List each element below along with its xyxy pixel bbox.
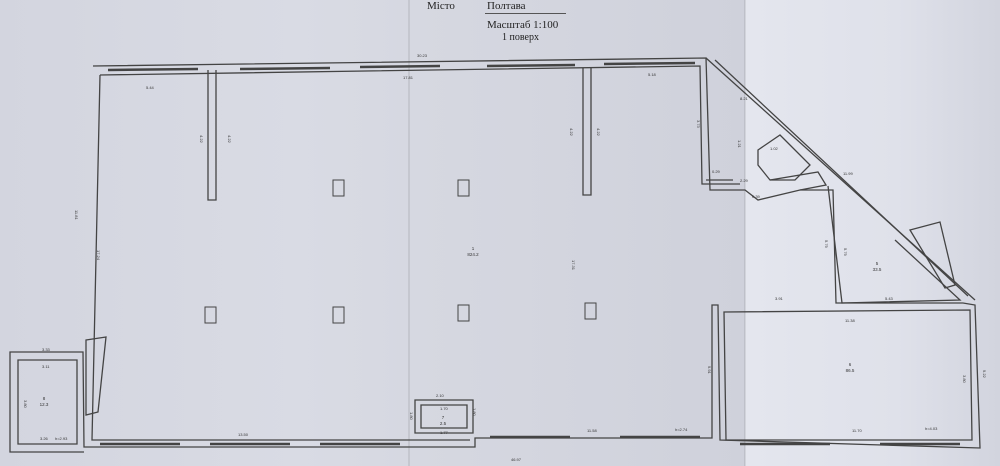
room-number: 7 <box>442 415 445 420</box>
diagonal-wall <box>705 57 976 301</box>
room-number: 8 <box>43 396 46 401</box>
dim-stairs-mid: 1.02 <box>770 146 779 151</box>
room-area: 824.2 <box>467 252 479 257</box>
dim-room9-top: 11.38 <box>845 318 855 323</box>
dim-room7-l: 1.80 <box>409 412 414 421</box>
inner-wall <box>99 65 740 185</box>
dim-stairs-top: 1.21 <box>737 140 742 149</box>
dim-room5-b: 5.43 <box>885 296 894 301</box>
dim-room7-top: 2.10 <box>436 393 445 398</box>
city-value: Полтава <box>485 0 566 14</box>
dim-top-right: 5.18 <box>648 72 657 77</box>
room-area: 2.5 <box>440 421 447 426</box>
window <box>486 63 576 68</box>
dim-room8-side: 3.80 <box>23 400 28 409</box>
dim-room7-w: 1.70 <box>440 406 449 411</box>
paper-sheet-right <box>745 0 1000 466</box>
dim-room8-top: 3.33 <box>42 347 51 352</box>
room7-wall <box>420 404 468 429</box>
paper-fold <box>744 0 746 466</box>
dim-left-wall: 11.81 <box>74 210 79 220</box>
dim-top-total: 30.23 <box>417 53 428 58</box>
paper-sheet-left <box>0 0 745 466</box>
dim-notch-w: 2.29 <box>740 178 749 183</box>
dim-notch-b: 0.39 <box>752 194 761 199</box>
dim-room8-inner: 3.11 <box>42 364 50 369</box>
dim-room8-bottom: 3.26 <box>40 436 49 441</box>
city-label: Місто <box>427 0 455 12</box>
height-left: h=2.93 <box>55 436 68 441</box>
room-number: 1 <box>472 246 475 251</box>
room6-wall <box>723 309 973 441</box>
dim-diag-top: 8.21 <box>740 96 749 101</box>
window <box>239 66 331 71</box>
dim-bottom-right: 11.70 <box>852 428 862 433</box>
dim-pillar-d: 4.22 <box>596 128 601 137</box>
window <box>359 64 441 69</box>
room8-wall <box>17 359 78 445</box>
room-area: 33.5 <box>873 267 882 272</box>
stairs-diagonal <box>908 221 956 289</box>
dim-room9-side: 9.22 <box>982 370 987 379</box>
room5-wall <box>827 185 962 304</box>
window <box>603 61 696 66</box>
dim-room9-right: 3.80 <box>962 375 967 384</box>
small-room <box>769 171 828 191</box>
dim-right-notch: 3.73 <box>696 120 701 129</box>
column <box>332 306 345 324</box>
dim-bottom-left: 13.50 <box>238 432 249 437</box>
dim-diag-long: 11.99 <box>843 171 853 176</box>
window <box>107 67 199 72</box>
dim-top-left: 5.44 <box>146 85 155 90</box>
room-number: 5 <box>876 261 879 266</box>
paper-fold <box>408 0 410 466</box>
dim-room7-r: 1.80 <box>472 408 477 417</box>
partition <box>207 70 217 201</box>
column <box>584 302 597 320</box>
dim-room9-left: 9.91 <box>707 366 712 375</box>
column <box>204 306 217 324</box>
column <box>332 179 345 197</box>
dim-room5-c: 3.91 <box>775 296 784 301</box>
stairs <box>85 336 107 416</box>
dim-pillar-c: 4.22 <box>569 128 574 137</box>
inner-wall <box>91 74 470 441</box>
scale-label: Масштаб 1:100 <box>487 19 559 31</box>
dim-top-segment: 17.81 <box>403 75 414 80</box>
dim-left-inner: 17.24 <box>96 250 101 261</box>
dim-room5-a: 5.79 <box>824 240 829 249</box>
small-room <box>757 134 811 181</box>
outer-wall <box>9 57 981 453</box>
column <box>457 179 470 197</box>
dim-room7-b: 1.77 <box>440 430 449 435</box>
partition <box>582 68 592 196</box>
dim-bottom-total: 46.97 <box>511 457 522 462</box>
room-area: 12.3 <box>40 402 49 407</box>
dim-room5-d: 5.79 <box>843 248 848 257</box>
dim-center-height: 17.31 <box>571 260 576 271</box>
room-area: 86.5 <box>846 368 855 373</box>
dim-bottom-mid: 11.58 <box>587 428 597 433</box>
column <box>457 304 470 322</box>
floor-label: 1 поверх <box>502 32 539 43</box>
dim-notch-h: 0.29 <box>712 169 721 174</box>
room-number: 6 <box>849 362 852 367</box>
dim-pillar-a: 4.22 <box>199 135 204 144</box>
height-mid: h=2.74 <box>675 427 688 432</box>
room7-wall <box>414 399 474 434</box>
diagonal-wall <box>714 59 969 297</box>
height-right: h=4.03 <box>925 426 938 431</box>
dim-pillar-b: 4.22 <box>227 135 232 144</box>
